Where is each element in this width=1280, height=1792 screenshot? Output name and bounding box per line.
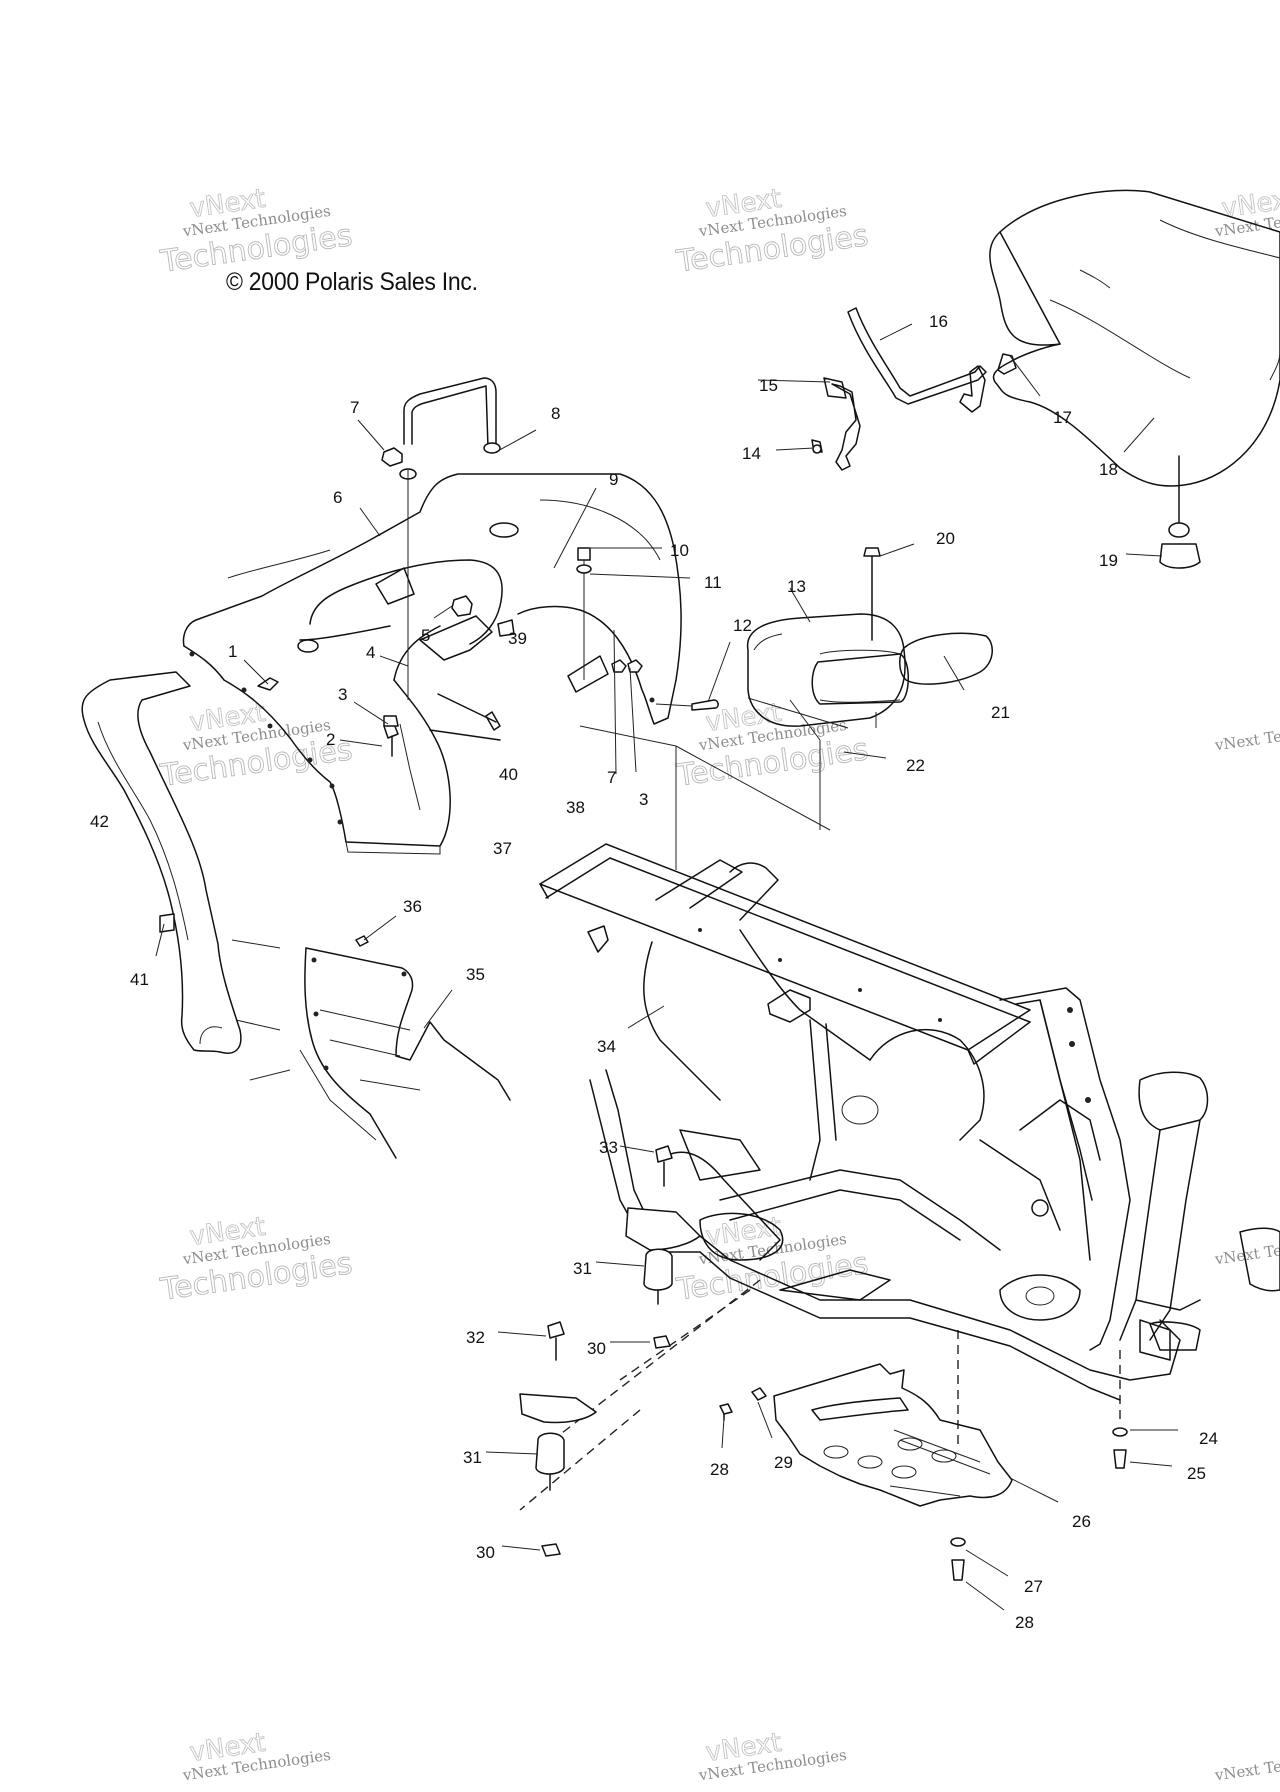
callout-31: 31 <box>463 1448 482 1467</box>
callout-38: 38 <box>566 798 585 817</box>
callout-33: 33 <box>599 1138 618 1157</box>
callout-1: 1 <box>228 642 237 661</box>
callout-27: 27 <box>1024 1577 1043 1596</box>
callout-26: 26 <box>1072 1512 1091 1531</box>
callout-19: 19 <box>1099 551 1118 570</box>
skid-plate-drawing <box>773 1363 1013 1507</box>
callout-35: 35 <box>466 965 485 984</box>
callout-14: 14 <box>742 444 761 463</box>
rear-fender-drawing <box>182 473 682 855</box>
callout-11: 11 <box>704 573 722 592</box>
fender-hardware-drawing <box>257 447 719 757</box>
callout-30: 30 <box>587 1339 606 1358</box>
callout-8: 8 <box>551 404 560 423</box>
watermark-text: vNext Technologies <box>1213 1746 1280 1785</box>
watermark-text: vNext Technologies <box>1213 716 1280 755</box>
leader-dashes <box>519 699 1121 1511</box>
callout-9: 9 <box>609 470 618 489</box>
frame-drawing <box>539 843 1280 1401</box>
callout-31: 31 <box>573 1259 592 1278</box>
callout-28: 28 <box>1015 1613 1034 1632</box>
watermark-group: vNext vNext Technologies Technologies vN… <box>157 183 1280 1785</box>
callout-30: 30 <box>476 1543 495 1562</box>
callout-32: 32 <box>466 1328 485 1347</box>
watermark: vNext vNext Technologies <box>1213 183 1280 240</box>
callout-25: 25 <box>1187 1464 1206 1483</box>
callout-29: 29 <box>774 1453 793 1472</box>
seat-drawing <box>989 189 1280 487</box>
callout-42: 42 <box>90 812 109 831</box>
callout-3: 3 <box>639 790 648 809</box>
callout-18: 18 <box>1099 460 1118 479</box>
seat-bumper-drawing <box>1159 455 1201 569</box>
callout-37: 37 <box>493 839 512 858</box>
callout-24: 24 <box>1199 1429 1218 1448</box>
seat-latch-drawing <box>811 307 1017 471</box>
copyright-notice: © 2000 Polaris Sales Inc. <box>226 268 478 296</box>
callout-16: 16 <box>929 312 948 331</box>
callout-39: 39 <box>508 629 527 648</box>
callout-4: 4 <box>366 643 375 662</box>
watermark: vNext vNext Technologies Technologies <box>157 183 355 280</box>
mud-flap-drawing <box>81 671 242 1054</box>
callout-17: 17 <box>1053 408 1072 427</box>
callout-labels: 1 2 3 3 4 5 6 7 7 8 9 10 11 12 13 14 15 … <box>90 312 1218 1632</box>
callout-6: 6 <box>333 488 342 507</box>
callout-28: 28 <box>710 1460 729 1479</box>
callout-41: 41 <box>130 970 149 989</box>
hardware-drawing <box>519 1145 1128 1581</box>
floor-panel-drawing <box>231 935 511 1159</box>
callout-15: 15 <box>759 376 778 395</box>
cover-drawing <box>746 613 993 729</box>
callout-12: 12 <box>733 616 752 635</box>
watermark: vNext Technologies <box>1213 716 1280 755</box>
callout-34: 34 <box>597 1037 616 1056</box>
watermark: vNext vNext Technologies Technologies <box>157 1211 355 1308</box>
screw-drawing <box>863 547 881 641</box>
leader-lines <box>155 323 1178 1611</box>
callout-3: 3 <box>338 685 347 704</box>
callout-36: 36 <box>403 897 422 916</box>
callout-2: 2 <box>326 730 335 749</box>
callout-20: 20 <box>936 529 955 548</box>
callout-5: 5 <box>421 626 430 645</box>
callout-13: 13 <box>787 577 806 596</box>
watermark: vNext vNext Technologies Technologies <box>673 1211 871 1308</box>
bracket-drawing <box>399 377 501 480</box>
watermark: vNext vNext Technologies <box>697 1727 848 1784</box>
callout-7: 7 <box>607 768 616 787</box>
callout-21: 21 <box>991 703 1010 722</box>
watermark: vNext vNext Technologies Technologies <box>673 183 871 280</box>
callout-22: 22 <box>906 756 925 775</box>
callout-10: 10 <box>670 541 689 560</box>
callout-40: 40 <box>499 765 518 784</box>
watermark: vNext vNext Technologies <box>181 1727 332 1784</box>
watermark: vNext Technologies <box>1213 1746 1280 1785</box>
callout-7: 7 <box>350 398 359 417</box>
